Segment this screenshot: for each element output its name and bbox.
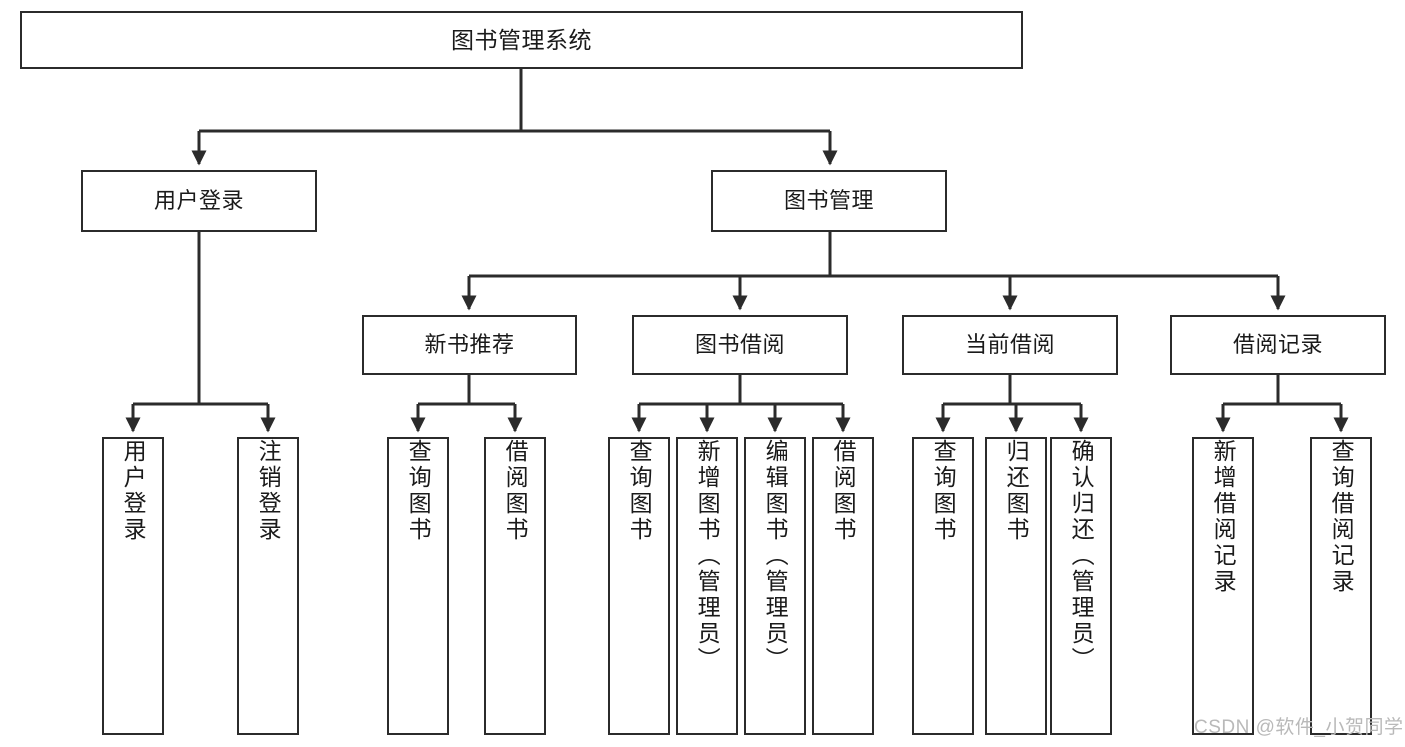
node-leaf-query-book-2[interactable]: 查询图书 bbox=[608, 437, 670, 735]
node-root-label: 图书管理系统 bbox=[451, 26, 592, 53]
node-leaf-add-book-label: 新增图书（管理员） bbox=[694, 439, 721, 673]
node-leaf-borrow-book-1-label: 借阅图书 bbox=[502, 439, 529, 543]
node-leaf-edit-book-label: 编辑图书（管理员） bbox=[762, 439, 789, 673]
node-book-borrow[interactable]: 图书借阅 bbox=[632, 315, 848, 375]
node-leaf-query-book-1-label: 查询图书 bbox=[405, 439, 432, 543]
node-leaf-logout[interactable]: 注销登录 bbox=[237, 437, 299, 735]
node-leaf-borrow-book-2-label: 借阅图书 bbox=[830, 439, 857, 543]
node-leaf-return-book-label: 归还图书 bbox=[1003, 439, 1030, 543]
node-leaf-add-book[interactable]: 新增图书（管理员） bbox=[676, 437, 738, 735]
node-current-borrow[interactable]: 当前借阅 bbox=[902, 315, 1118, 375]
node-leaf-logout-label: 注销登录 bbox=[255, 439, 282, 543]
node-leaf-query-book-3-label: 查询图书 bbox=[930, 439, 957, 543]
node-leaf-query-record-label: 查询借阅记录 bbox=[1328, 439, 1355, 595]
node-leaf-add-record-label: 新增借阅记录 bbox=[1210, 439, 1237, 595]
node-root[interactable]: 图书管理系统 bbox=[20, 11, 1023, 69]
node-new-book-rec-label: 新书推荐 bbox=[424, 332, 515, 357]
node-leaf-confirm-return[interactable]: 确认归还（管理员） bbox=[1050, 437, 1112, 735]
node-leaf-query-book-1[interactable]: 查询图书 bbox=[387, 437, 449, 735]
node-borrow-record[interactable]: 借阅记录 bbox=[1170, 315, 1386, 375]
node-leaf-query-book-2-label: 查询图书 bbox=[626, 439, 653, 543]
node-book-manage[interactable]: 图书管理 bbox=[711, 170, 947, 232]
node-new-book-rec[interactable]: 新书推荐 bbox=[362, 315, 577, 375]
node-user-login-label: 用户登录 bbox=[153, 188, 244, 213]
node-current-borrow-label: 当前借阅 bbox=[964, 332, 1055, 357]
node-leaf-confirm-return-label: 确认归还（管理员） bbox=[1068, 439, 1095, 673]
node-user-login[interactable]: 用户登录 bbox=[81, 170, 317, 232]
node-book-borrow-label: 图书借阅 bbox=[694, 332, 785, 357]
node-leaf-query-record[interactable]: 查询借阅记录 bbox=[1310, 437, 1372, 735]
node-leaf-borrow-book-1[interactable]: 借阅图书 bbox=[484, 437, 546, 735]
node-leaf-query-book-3[interactable]: 查询图书 bbox=[912, 437, 974, 735]
node-book-manage-label: 图书管理 bbox=[783, 188, 874, 213]
node-leaf-borrow-book-2[interactable]: 借阅图书 bbox=[812, 437, 874, 735]
node-leaf-return-book[interactable]: 归还图书 bbox=[985, 437, 1047, 735]
node-borrow-record-label: 借阅记录 bbox=[1232, 332, 1323, 357]
node-leaf-add-record[interactable]: 新增借阅记录 bbox=[1192, 437, 1254, 735]
node-leaf-user-login-label: 用户登录 bbox=[120, 439, 147, 543]
node-leaf-user-login[interactable]: 用户登录 bbox=[102, 437, 164, 735]
node-leaf-edit-book[interactable]: 编辑图书（管理员） bbox=[744, 437, 806, 735]
watermark: CSDN @软件_小贺同学 bbox=[1194, 717, 1404, 738]
